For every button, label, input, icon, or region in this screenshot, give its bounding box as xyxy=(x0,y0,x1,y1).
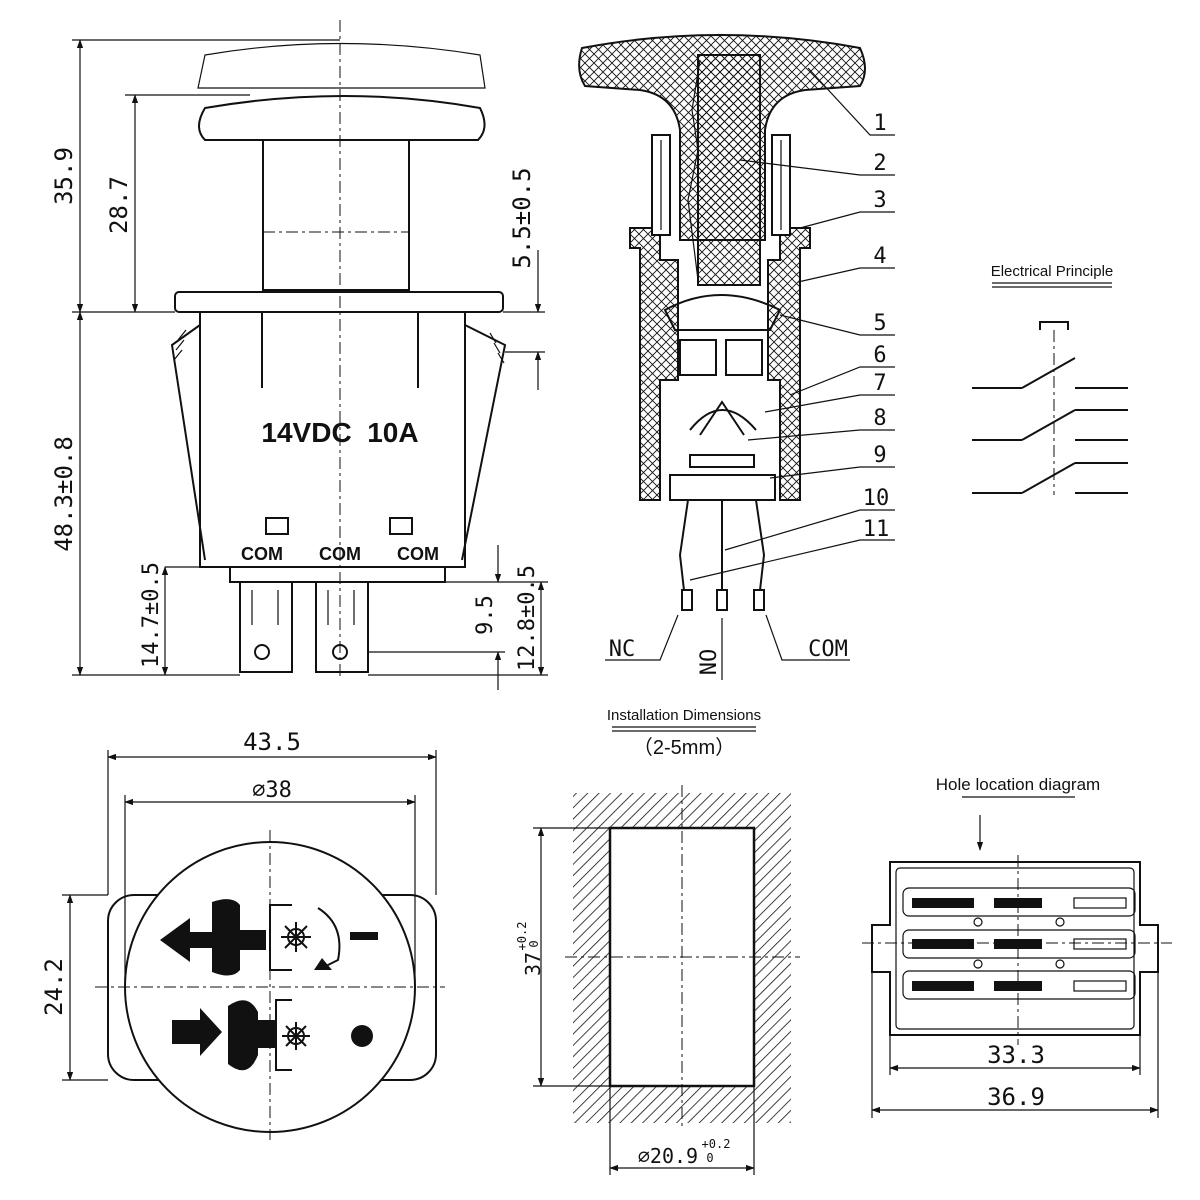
face-dim-diameter: ⌀38 xyxy=(252,778,292,803)
electrical-title: Electrical Principle xyxy=(991,263,1114,280)
flange xyxy=(174,291,504,313)
part-number-1: 1 xyxy=(873,111,886,136)
com-label-1: COM xyxy=(241,544,283,564)
part-number-8: 8 xyxy=(873,406,886,431)
button-cap xyxy=(198,95,486,141)
dim-travel: 5.5±0.5 xyxy=(508,167,536,268)
face-dim-width: 43.5 xyxy=(243,728,301,756)
base-plate xyxy=(229,566,446,583)
part-number-3: 3 xyxy=(873,188,886,213)
section-view: 1 2 3 4 5 6 7 8 9 10 11 NC NO COM xyxy=(578,34,895,680)
push-icon xyxy=(275,999,373,1071)
pull-icon xyxy=(269,904,378,971)
part-number-7: 7 xyxy=(873,371,886,396)
hole-location-diagram: Hole location diagram 33.3 36.9 xyxy=(862,775,1172,1118)
dim-button-height: 28.7 xyxy=(105,176,133,234)
installation-panel-range: （2-5mm） xyxy=(633,736,735,759)
part-number-11: 11 xyxy=(863,517,890,542)
installation-dim-width-tol-lower: 0 xyxy=(706,1151,713,1165)
terminal-label-nc: NC xyxy=(609,637,636,662)
installation-dim-height-tol-lower: 0 xyxy=(527,940,541,947)
installation-dim-height: 37 xyxy=(521,952,545,976)
dim-terminal-right: 12.8±0.5 xyxy=(515,565,540,671)
face-view: 43.5 ⌀38 24.2 xyxy=(40,728,445,1140)
terminal-right xyxy=(315,581,369,673)
dim-body-height: 48.3±0.8 xyxy=(50,436,78,552)
dim-total-height: 35.9 xyxy=(50,147,78,205)
electrical-principle: Electrical Principle xyxy=(972,263,1128,495)
part-number-6: 6 xyxy=(873,343,886,368)
dim-terminal-mid: 9.5 xyxy=(473,595,498,635)
terminal-label-no: NO xyxy=(697,649,722,676)
part-number-5: 5 xyxy=(873,311,886,336)
terminal-label-com: COM xyxy=(808,637,848,662)
installation-title: Installation Dimensions xyxy=(607,707,761,724)
installation-dim-width: ⌀20.9 xyxy=(638,1144,698,1168)
left-latch xyxy=(170,324,206,561)
button-cap-extended xyxy=(197,42,486,89)
section-housing-right xyxy=(767,227,811,501)
dim-terminal-left: 14.7±0.5 xyxy=(139,562,164,668)
section-plunger xyxy=(697,54,761,286)
hole-dim-inner-width: 33.3 xyxy=(987,1041,1045,1069)
section-housing-left xyxy=(629,227,679,501)
right-latch xyxy=(461,324,507,561)
installation-dim-width-tol-upper: +0.2 xyxy=(702,1137,731,1151)
installation-dim-height-tol-upper: +0.2 xyxy=(515,922,529,951)
part-number-4: 4 xyxy=(873,244,886,269)
part-number-9: 9 xyxy=(873,443,886,468)
push-arrow-icon xyxy=(172,1000,276,1071)
pull-arrow-icon xyxy=(160,899,266,976)
face-dim-height: 24.2 xyxy=(40,958,68,1016)
hole-dim-outer-width: 36.9 xyxy=(987,1083,1045,1111)
com-label-3: COM xyxy=(397,544,439,564)
part-number-10: 10 xyxy=(863,486,890,511)
front-view: 14VDC 10A COM COM COM 35.9 28.7 48.3±0.8 xyxy=(50,20,548,690)
installation-dimensions: Installation Dimensions （2-5mm） 37 +0.2 … xyxy=(515,707,800,1175)
part-number-2: 2 xyxy=(873,151,886,176)
hole-location-title: Hole location diagram xyxy=(936,775,1100,794)
button-stem xyxy=(262,139,410,291)
